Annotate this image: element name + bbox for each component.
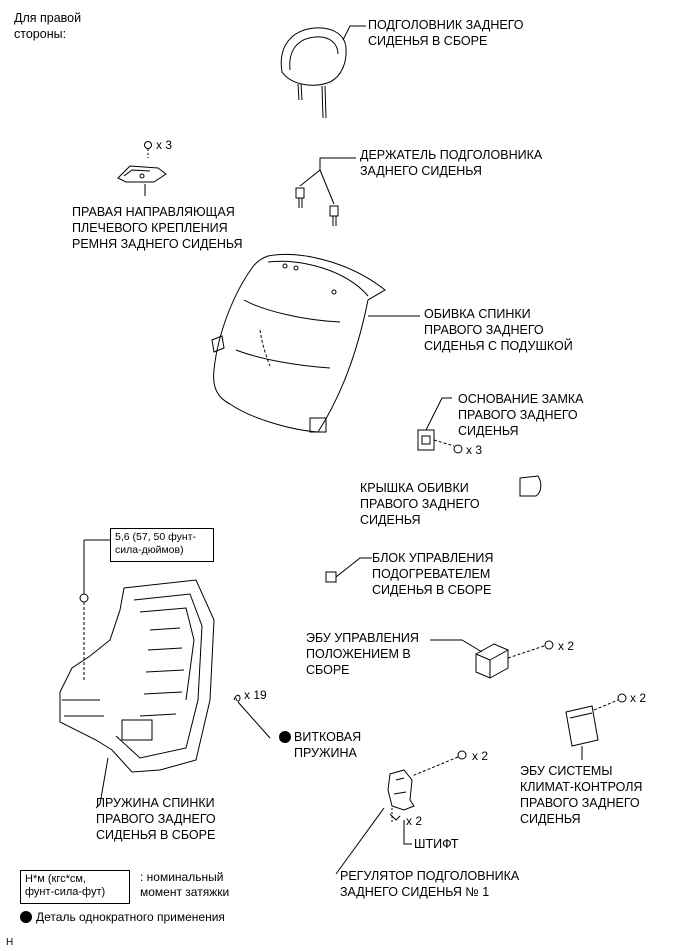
torque-spec-box: 5,6 (57, 50 фунт- сила-дюймов) bbox=[110, 528, 214, 562]
qty-climate-ecu-nuts: x 2 bbox=[630, 691, 647, 705]
legend-single-use-text: Деталь однократного применения bbox=[36, 910, 225, 924]
qty-coil-springs: x 19 bbox=[244, 688, 267, 702]
headrest-adjuster-illustration bbox=[387, 750, 467, 822]
single-use-marker bbox=[279, 731, 291, 743]
position-ecu-illustration bbox=[475, 640, 554, 679]
climate-ecu-illustration bbox=[565, 693, 627, 747]
qty-pins: x 2 bbox=[406, 814, 423, 828]
figure-code: H bbox=[6, 937, 14, 948]
label-seatback-cover: ОБИВКА СПИНКИ ПРАВОГО ЗАДНЕГО СИДЕНЬЯ С … bbox=[424, 307, 573, 353]
legend-torque-units: Н*м (кгс*см, фунт-сила-фут) bbox=[20, 870, 130, 904]
qty-position-ecu-nuts: x 2 bbox=[558, 639, 575, 653]
label-headrest-adjuster: РЕГУЛЯТОР ПОДГОЛОВНИКА ЗАДНЕГО СИДЕНЬЯ №… bbox=[340, 869, 520, 899]
label-headrest-holder: ДЕРЖАТЕЛЬ ПОДГОЛОВНИКА ЗАДНЕГО СИДЕНЬЯ bbox=[360, 148, 543, 178]
coil-spring-illustration bbox=[233, 694, 241, 702]
legend-single-use-marker bbox=[20, 911, 32, 923]
label-pin: ШТИФТ bbox=[414, 837, 459, 851]
label-climate-ecu: ЭБУ СИСТЕМЫ КЛИМАТ-КОНТРОЛЯ ПРАВОГО ЗАДН… bbox=[520, 764, 643, 826]
lock-base-illustration bbox=[417, 429, 463, 454]
seatback-cover-illustration bbox=[211, 253, 386, 433]
side-title: Для правой стороны: bbox=[14, 11, 82, 41]
qty-adjuster-bolts: x 2 bbox=[472, 749, 489, 763]
qty-belt-guide-bolts: x 3 bbox=[156, 138, 173, 152]
label-position-ecu: ЭБУ УПРАВЛЕНИЯ ПОЛОЖЕНИЕМ В СБОРЕ bbox=[306, 631, 419, 677]
label-cover-cap: КРЫШКА ОБИВКИ ПРАВОГО ЗАДНЕГО СИДЕНЬЯ bbox=[360, 481, 480, 527]
belt-guide-illustration bbox=[117, 141, 167, 183]
label-headrest: ПОДГОЛОВНИК ЗАДНЕГО СИДЕНЬЯ В СБОРЕ bbox=[368, 18, 524, 48]
heater-unit-illustration bbox=[325, 557, 372, 583]
label-heater-unit: БЛОК УПРАВЛЕНИЯ ПОДОГРЕВАТЕЛЕМ СИДЕНЬЯ В… bbox=[372, 551, 494, 597]
label-lock-base: ОСНОВАНИЕ ЗАМКА ПРАВОГО ЗАДНЕГО СИДЕНЬЯ bbox=[458, 392, 584, 438]
label-coil-spring: ВИТКОВАЯ ПРУЖИНА bbox=[294, 730, 362, 760]
headrest-illustration bbox=[280, 27, 347, 119]
spring-frame-illustration bbox=[59, 539, 215, 773]
qty-lock-base-bolts: x 3 bbox=[466, 443, 483, 457]
cover-cap-illustration bbox=[519, 475, 542, 497]
legend-torque-description: : номинальный момент затяжки bbox=[140, 870, 230, 899]
label-belt-guide: ПРАВАЯ НАПРАВЛЯЮЩАЯ ПЛЕЧЕВОГО КРЕПЛЕНИЯ … bbox=[72, 205, 243, 251]
headrest-holder-illustration bbox=[295, 187, 339, 226]
label-spring-assembly: ПРУЖИНА СПИНКИ ПРАВОГО ЗАДНЕГО СИДЕНЬЯ В… bbox=[96, 796, 216, 842]
